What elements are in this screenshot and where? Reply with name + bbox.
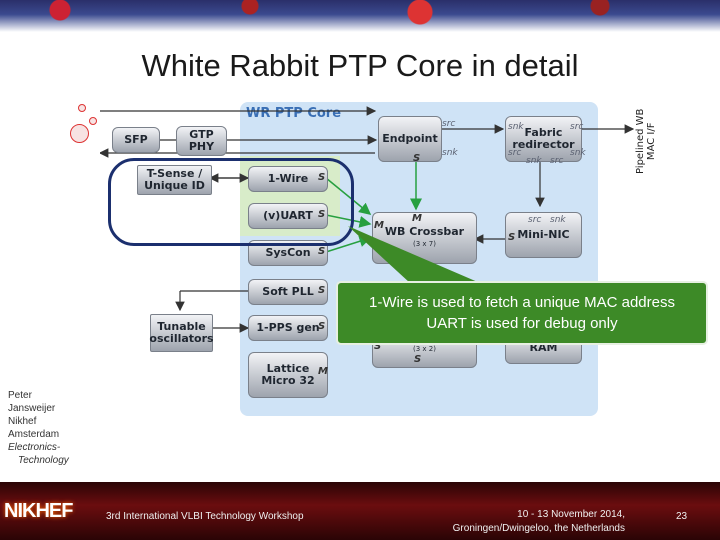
connection-lines [100, 106, 635, 333]
port-crossbar2-s-bottom: S [414, 354, 422, 365]
port-endpoint-snk: snk [442, 148, 458, 158]
port-lattice-m: M [318, 366, 328, 377]
port-onewire-s: S [318, 172, 326, 183]
callout-line-2: UART is used for debug only [426, 315, 618, 332]
port-fabric-src-bottom: src [508, 148, 522, 158]
lattice-label-2: Micro 32 [261, 374, 315, 387]
tunable-label-1: Tunable [157, 320, 206, 333]
port-endpoint-s: S [413, 153, 421, 164]
vuart-block: (v)UART [248, 203, 328, 229]
wb-crossbar-block: WB Crossbar (3 x 7) [372, 212, 477, 264]
author-line-6: Technology [18, 455, 69, 466]
port-fabric-src-top: src [570, 122, 584, 132]
port-pps-s: S [318, 321, 326, 332]
nikhef-logo-text: NIKHEF [4, 499, 73, 522]
sfp-block: SFP [112, 127, 160, 153]
port-syscon-s: S [318, 246, 326, 257]
gtp-phy-block: GTP PHY [176, 126, 227, 156]
port-mininic-src: src [528, 215, 542, 225]
author-line-3: Nikhef [8, 416, 37, 427]
decor-bubble-mid [89, 117, 97, 125]
nikhef-logo: NIKHEF [4, 494, 86, 528]
pps-gen-block: 1-PPS gen [248, 315, 328, 341]
mini-nic-block: Mini-NIC [505, 212, 582, 258]
callout-line-1: 1-Wire is used to fetch a unique MAC add… [369, 294, 675, 311]
port-crossbar-m-left: M [374, 220, 384, 231]
core-label: WR PTP Core [246, 106, 342, 121]
author-line-2: Jansweijer [8, 403, 56, 414]
lattice-block: Lattice Micro 32 [248, 352, 328, 398]
footer-date-line-1: 10 - 13 November 2014, [517, 509, 625, 520]
port-fabric-src-lower: src [550, 156, 564, 166]
decor-bubble-small [78, 104, 86, 112]
tunable-osc-block: Tunable oscillators [149, 314, 214, 352]
footer-bar [0, 482, 720, 540]
tsense-label-1: T-Sense / [146, 167, 203, 180]
lattice-label-1: Lattice [266, 362, 310, 375]
port-fabric-snk-top: snk [508, 122, 524, 132]
endpoint-block: Endpoint [378, 116, 442, 162]
gtp-label-1: GTP [189, 128, 214, 141]
wb-crossbar-2-sub: (3 x 2) [413, 345, 436, 353]
author-block: Peter Jansweijer Nikhef Amsterdam Electr… [8, 389, 69, 467]
author-line-1: Peter [8, 390, 32, 401]
wb-crossbar-label: WB Crossbar [384, 225, 465, 238]
port-crossbar-m: M [412, 213, 422, 224]
fabric-label-2: redirector [512, 138, 575, 151]
port-mininic-snk: snk [550, 215, 566, 225]
top-banner-decoration [0, 0, 720, 32]
port-vuart-s: S [318, 209, 326, 220]
author-line-4: Amsterdam [8, 429, 60, 440]
author-line-5: Electronics- [8, 442, 61, 453]
fabric-label-1: Fabric [524, 126, 563, 139]
footer-workshop: 3rd International VLBI Technology Worksh… [106, 511, 304, 522]
gtp-label-2: PHY [188, 140, 215, 153]
tsense-label-2: Unique ID [144, 179, 205, 192]
port-fabric-snk-bottom: snk [570, 148, 586, 158]
onewire-block: 1-Wire [248, 166, 328, 192]
tsense-block: T-Sense / Unique ID [137, 165, 212, 195]
port-softpll-s: S [318, 285, 326, 296]
tunable-label-2: oscillators [149, 332, 214, 345]
port-fabric-snk-lower: snk [526, 156, 542, 166]
page-number: 23 [676, 511, 688, 522]
highlight-ring [108, 158, 354, 246]
wb-crossbar-sub: (3 x 7) [413, 240, 436, 248]
port-endpoint-src: src [442, 119, 456, 129]
decor-bubble-large [70, 124, 89, 143]
port-crossbar2-s-left: S [374, 341, 382, 352]
port-mininic-s: S [508, 232, 516, 243]
fabric-redirector-block: Fabric redirector [505, 116, 582, 162]
slide-title: White Rabbit PTP Core in detail [141, 48, 579, 83]
callout-box: 1-Wire is used to fetch a unique MAC add… [336, 281, 708, 345]
footer-date-line-2: Groningen/Dwingeloo, the Netherlands [452, 523, 625, 534]
softpll-block: Soft PLL [248, 279, 328, 305]
